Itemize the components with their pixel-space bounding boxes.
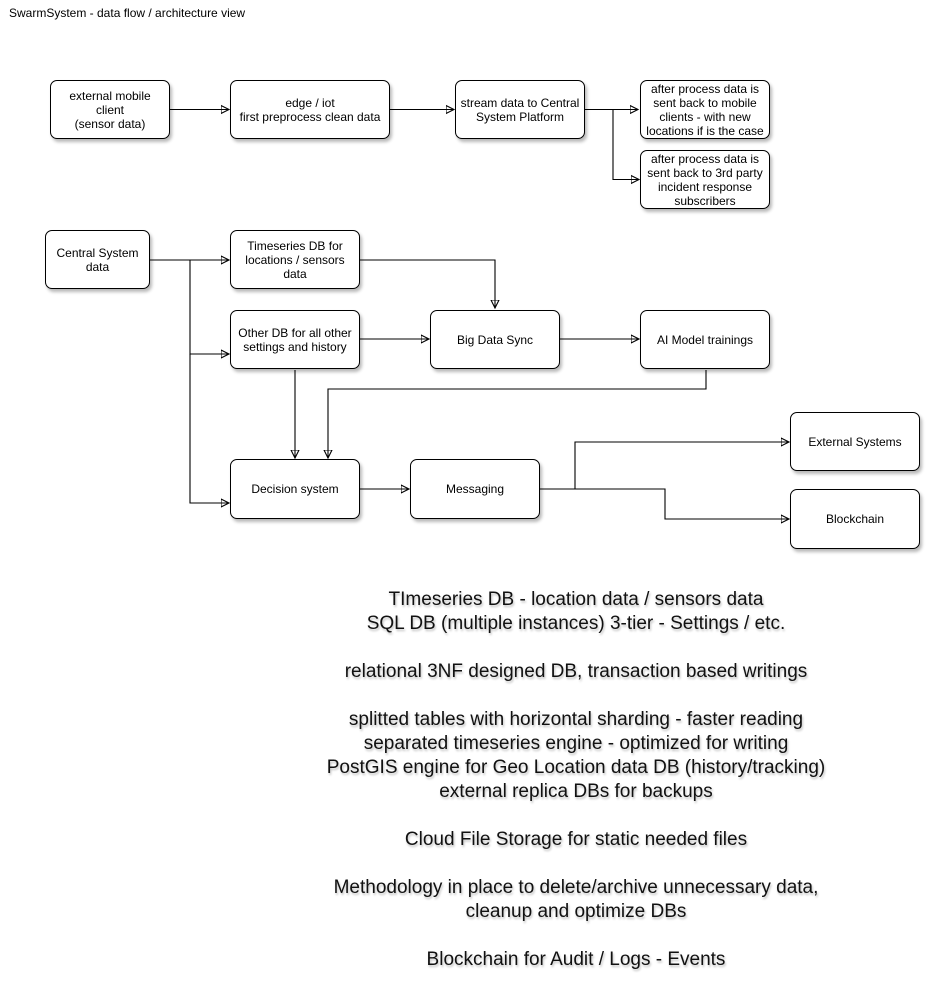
node-other-db[interactable]: Other DB for all other settings and hist… xyxy=(230,310,360,369)
note-line: TImeseries DB - location data / sensors … xyxy=(388,589,764,610)
node-ai-model-trainings-label: AI Model trainings xyxy=(656,332,754,347)
note-line: PostGIS engine for Geo Location data DB … xyxy=(326,757,826,778)
edge-stream-to-back-3rd-party xyxy=(612,109,639,180)
node-mobile-client-label: external mobile client (sensor data) xyxy=(69,88,151,131)
node-decision-system-label: Decision system xyxy=(251,482,339,496)
note-line: Methodology in place to delete/archive u… xyxy=(333,877,819,898)
note-line: relational 3NF designed DB, transaction … xyxy=(344,661,808,682)
node-ai-model-trainings[interactable]: AI Model trainings xyxy=(640,310,770,369)
edge-ai-to-decision xyxy=(328,370,707,458)
node-decision-system[interactable]: Decision system xyxy=(230,459,360,519)
node-timeseries-db-label: Timeseries DB for locations / sensors da… xyxy=(245,238,345,281)
node-external-systems[interactable]: External Systems xyxy=(790,412,920,471)
node-back-to-3rd-party[interactable]: after process data is sent back to 3rd p… xyxy=(640,150,770,209)
edge-central-to-decision xyxy=(189,354,229,503)
node-stream-central[interactable]: stream data to Central System Platform xyxy=(455,80,585,139)
node-back-to-mobile-label: after process data is sent back to mobil… xyxy=(646,81,764,138)
node-central-data[interactable]: Central System data xyxy=(45,230,150,289)
note-spacer xyxy=(290,636,862,660)
edge-messaging-to-blockchain xyxy=(575,488,789,519)
edge-central-to-other-db xyxy=(189,260,229,354)
note-spacer xyxy=(290,804,862,828)
node-edge-iot-label: edge / iot first preprocess clean data xyxy=(239,95,381,124)
node-blockchain-label: Blockchain xyxy=(825,512,885,526)
note-line: SQL DB (multiple instances) 3-tier - Set… xyxy=(366,613,786,634)
note-line: Cloud File Storage for static needed fil… xyxy=(404,829,748,850)
node-big-data-sync[interactable]: Big Data Sync xyxy=(430,310,560,369)
note-line: splitted tables with horizontal sharding… xyxy=(348,709,804,730)
note-spacer xyxy=(290,852,862,876)
architecture-notes: TImeseries DB - location data / sensors … xyxy=(290,588,862,972)
node-messaging-label: Messaging xyxy=(445,482,505,496)
node-timeseries-db[interactable]: Timeseries DB for locations / sensors da… xyxy=(230,230,360,289)
node-external-systems-label: External Systems xyxy=(808,434,902,449)
node-big-data-sync-label: Big Data Sync xyxy=(456,332,534,347)
note-spacer xyxy=(290,684,862,708)
node-central-data-label: Central System data xyxy=(56,245,139,274)
note-line: separated timeseries engine - optimized … xyxy=(363,733,789,754)
note-line: Blockchain for Audit / Logs - Events xyxy=(426,949,726,970)
node-other-db-label: Other DB for all other settings and hist… xyxy=(238,325,352,354)
note-line: cleanup and optimize DBs xyxy=(465,901,687,922)
node-stream-central-label: stream data to Central System Platform xyxy=(460,95,580,124)
node-back-to-mobile[interactable]: after process data is sent back to mobil… xyxy=(640,80,770,139)
node-back-to-3rd-party-label: after process data is sent back to 3rd p… xyxy=(647,151,763,208)
node-blockchain[interactable]: Blockchain xyxy=(790,489,920,549)
note-line: external replica DBs for backups xyxy=(439,781,713,802)
edge-timeseries-to-bigdata xyxy=(360,259,495,308)
node-mobile-client[interactable]: external mobile client (sensor data) xyxy=(50,80,170,139)
node-messaging[interactable]: Messaging xyxy=(410,459,540,519)
note-spacer xyxy=(290,924,862,948)
diagram-title: SwarmSystem - data flow / architecture v… xyxy=(9,6,246,20)
node-edge-iot[interactable]: edge / iot first preprocess clean data xyxy=(230,80,390,139)
edge-messaging-to-external xyxy=(540,442,789,490)
